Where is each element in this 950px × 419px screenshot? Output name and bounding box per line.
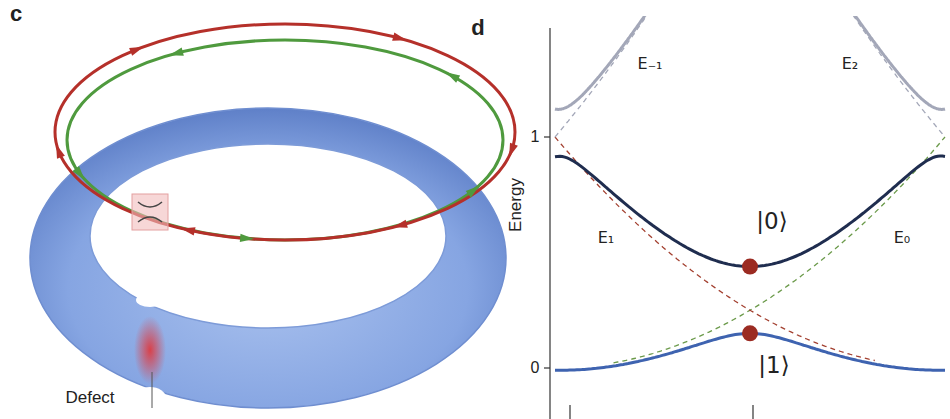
defect-pinch [136, 293, 164, 307]
y-axis [549, 28, 550, 419]
tick [544, 367, 550, 368]
arrowhead [129, 47, 144, 56]
coupling-cross [138, 202, 162, 222]
arrowhead [240, 234, 254, 242]
arrowhead [466, 186, 480, 198]
curve-label: E₁ [598, 229, 615, 247]
axis-title: Energy [507, 178, 526, 232]
tick-label: 0 [531, 359, 540, 377]
part-label: Defect [65, 389, 114, 408]
curve-label: E₂ [842, 55, 859, 73]
state-dot [742, 259, 758, 275]
tick-label: 1 [531, 128, 540, 146]
arrowhead [56, 144, 65, 159]
tick [752, 405, 753, 419]
state-label: |1⟩ [758, 353, 789, 378]
arrowhead [73, 166, 85, 180]
arrowhead [446, 72, 460, 82]
arrowhead [393, 220, 408, 228]
panel-letter: d [471, 16, 484, 40]
ring-arrows [56, 33, 518, 243]
arrowhead [169, 48, 184, 56]
coupling-cube [132, 194, 168, 230]
panel-letter: c [10, 2, 22, 26]
arrowhead [509, 143, 518, 158]
band-curve [828, 16, 945, 109]
curve-label: E₀ [894, 229, 911, 247]
band-curve [555, 156, 945, 267]
torus-hole [90, 144, 446, 328]
tick [569, 405, 570, 419]
tick [544, 136, 550, 137]
state-label: |0⟩ [756, 209, 787, 234]
torus [30, 108, 506, 408]
diabatic-curve [555, 137, 875, 361]
band-curve [555, 16, 672, 109]
diabatic-curve [614, 137, 946, 363]
diabatic-curve [828, 16, 945, 137]
curve-label: E₋₁ [638, 55, 663, 73]
leader-line [152, 372, 153, 408]
defect-glow [134, 316, 166, 384]
red-ring [55, 24, 515, 240]
defect-pinch [134, 387, 166, 409]
arrowhead [181, 227, 196, 235]
arrowhead [392, 33, 407, 41]
diabatic-curve [555, 16, 672, 137]
green-ring [67, 40, 503, 240]
state-dot [742, 325, 758, 341]
